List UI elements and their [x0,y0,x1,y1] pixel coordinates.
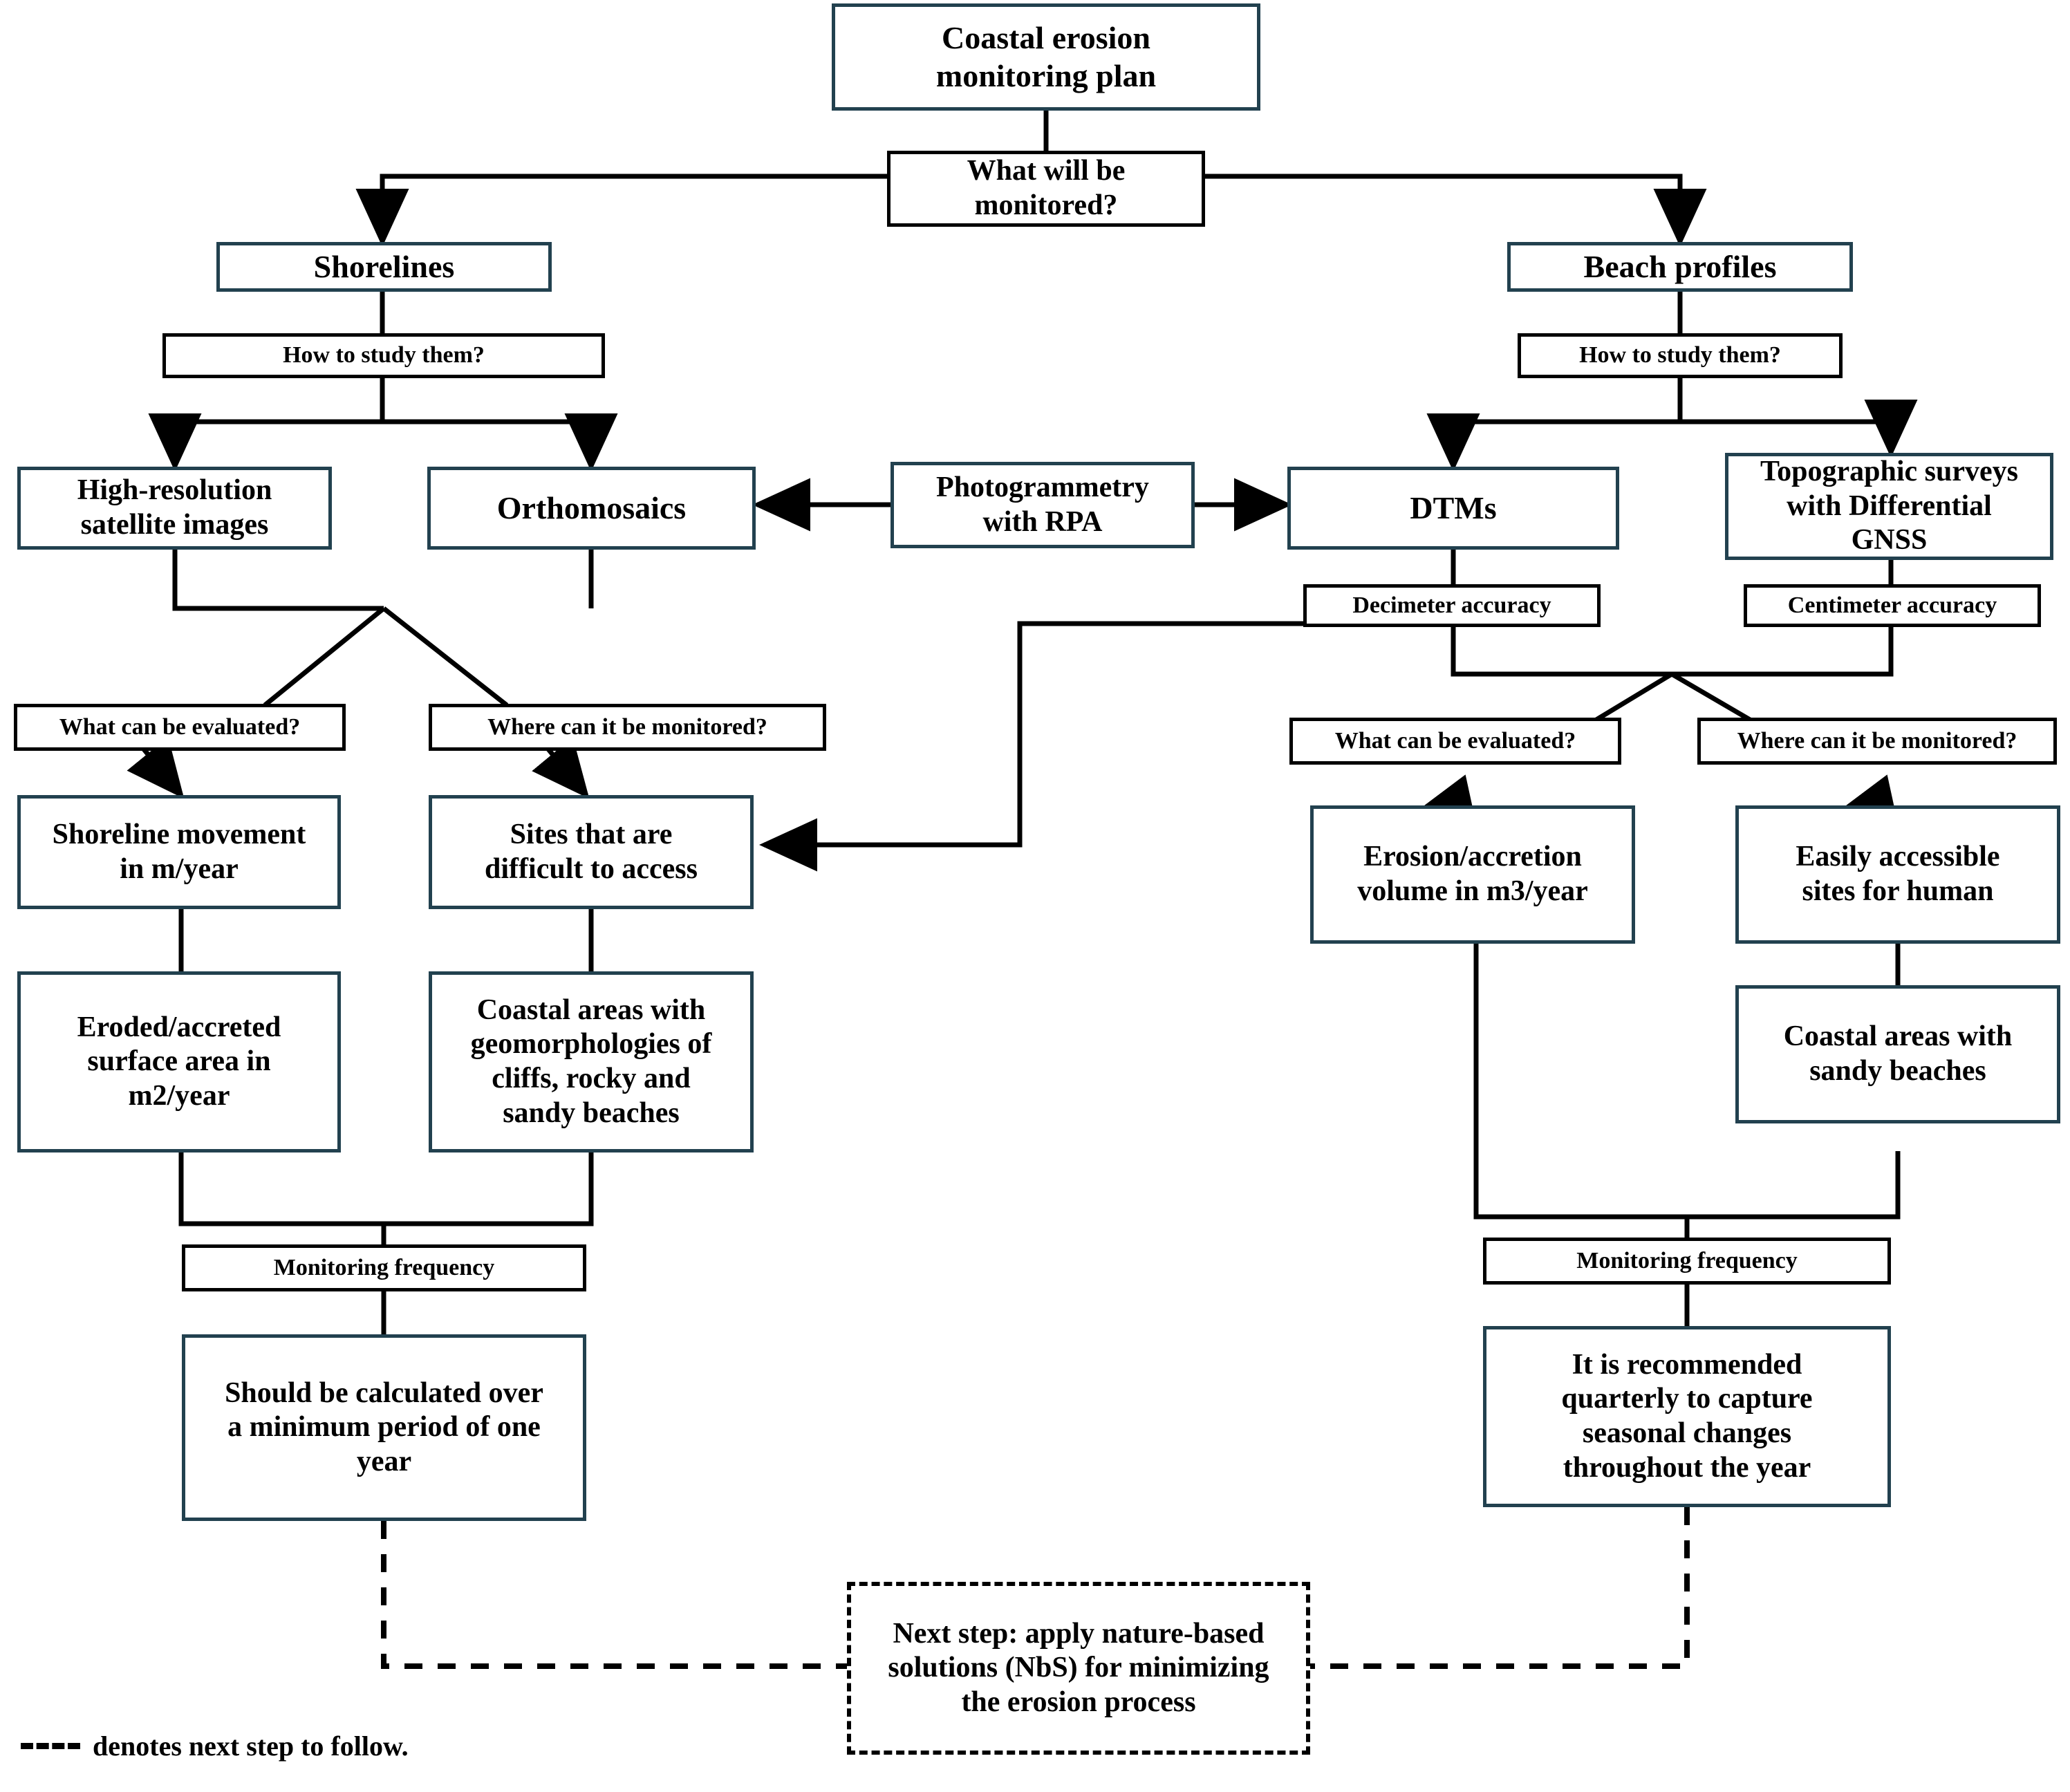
legend: denotes next step to follow. [21,1730,409,1762]
node-beach-profiles[interactable]: Beach profiles [1507,242,1853,292]
node-monitoring-frequency-left[interactable]: Monitoring frequency [182,1244,586,1291]
node-monitoring-frequency-right[interactable]: Monitoring frequency [1483,1238,1891,1285]
node-question-how-study-right[interactable]: How to study them? [1518,333,1843,378]
node-question-where-right[interactable]: Where can it be monitored? [1697,718,2057,765]
node-question-evaluated-left[interactable]: What can be evaluated? [14,704,346,751]
node-question-evaluated-right[interactable]: What can be evaluated? [1289,718,1621,765]
node-question-how-study-left[interactable]: How to study them? [162,333,605,378]
node-centimeter-accuracy[interactable]: Centimeter accuracy [1744,584,2041,627]
node-dtms[interactable]: DTMs [1287,467,1619,550]
node-decimeter-accuracy[interactable]: Decimeter accuracy [1303,584,1601,627]
dashed-line-icon [21,1743,80,1749]
node-question-where-left[interactable]: Where can it be monitored? [429,704,826,751]
legend-text: denotes next step to follow. [93,1730,409,1762]
node-shorelines[interactable]: Shorelines [216,242,552,292]
node-orthomosaics[interactable]: Orthomosaics [427,467,756,550]
